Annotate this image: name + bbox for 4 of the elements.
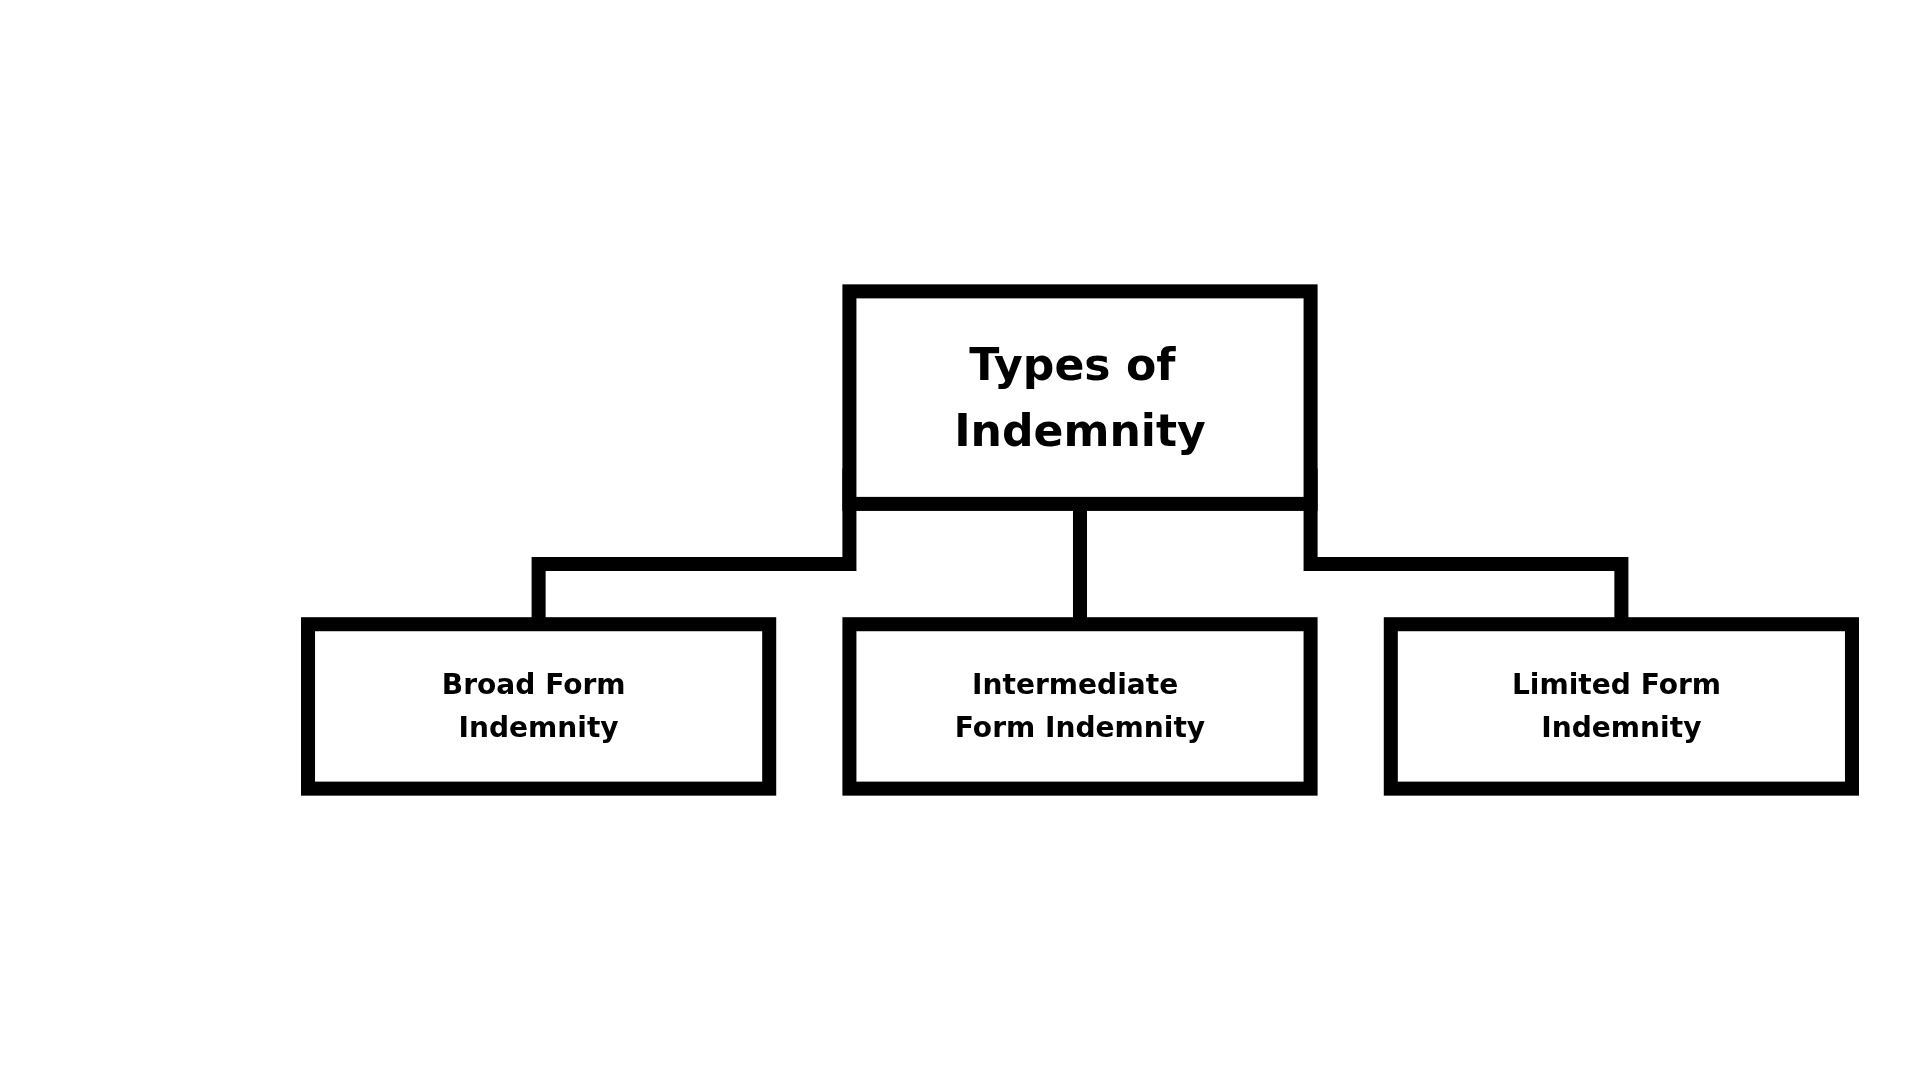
node-box: Intermediate Form Indemnity xyxy=(842,617,1318,796)
node-box: Types of Indemnity xyxy=(842,284,1318,511)
node-box: Broad Form Indemnity xyxy=(301,617,777,796)
node-box: Limited Form Indemnity xyxy=(1383,617,1859,796)
